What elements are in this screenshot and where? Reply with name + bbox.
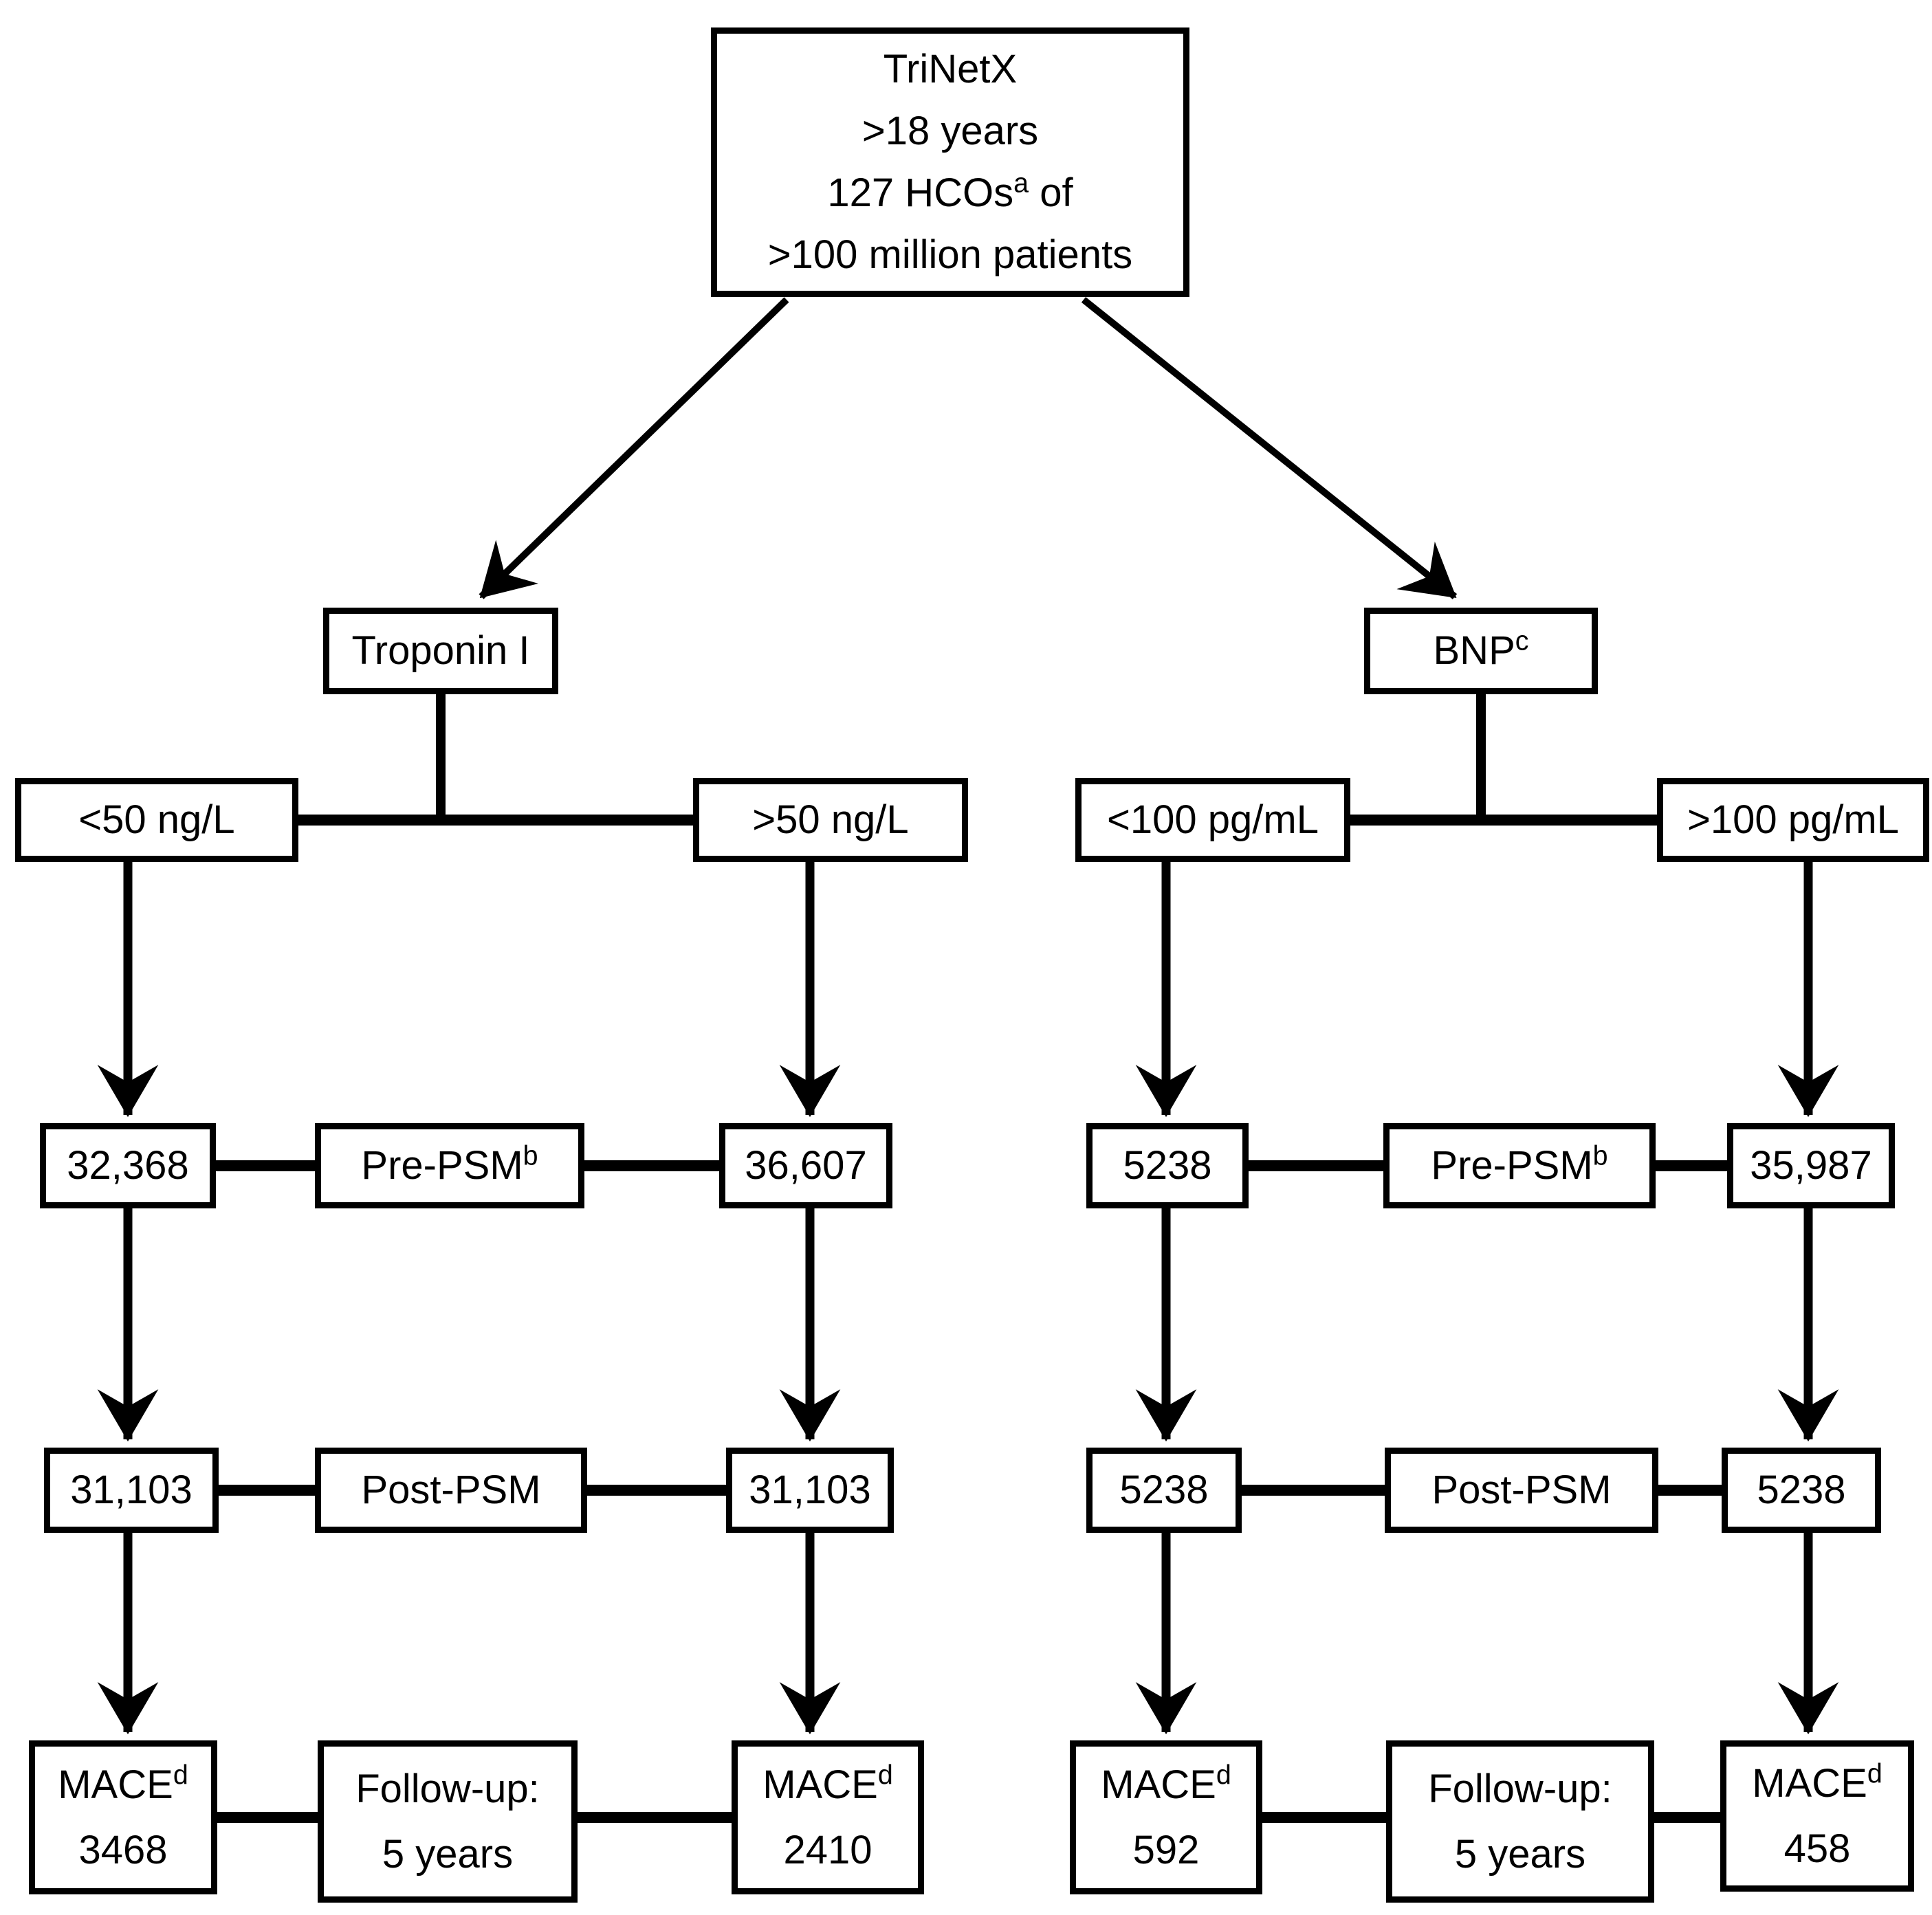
bnp-low-postpsm-count: 5238 [1119, 1468, 1209, 1512]
footnote-d-marker: d [1216, 1760, 1231, 1791]
troponin-low-threshold-label: <50 ng/L [78, 797, 235, 842]
root-line-4: >100 million patients [767, 232, 1133, 277]
footnote-a-marker: a [1013, 168, 1029, 199]
bnp-postpsm-label: Post-PSM [1431, 1468, 1612, 1512]
footnote-d-marker: d [877, 1760, 893, 1791]
troponin-high-prepsm-count: 36,607 [745, 1143, 867, 1188]
bnp-low-threshold-box: <100 pg/mL [1075, 778, 1350, 862]
footnote-d-marker: d [173, 1760, 188, 1791]
bnp-high-prepsm-count-box: 35,987 [1727, 1123, 1895, 1208]
troponin-high-threshold-box: >50 ng/L [693, 778, 968, 862]
troponin-prepsm-label: Pre-PSMb [361, 1140, 538, 1188]
bnp-high-postpsm-count: 5238 [1757, 1468, 1846, 1512]
bnp-low-postpsm-count-box: 5238 [1086, 1448, 1242, 1533]
troponin-high-mace-box: MACEd 2410 [732, 1740, 924, 1894]
root-database-box: TriNetX >18 years 127 HCOsa of >100 mill… [711, 27, 1189, 297]
bnp-postpsm-label-box: Post-PSM [1385, 1448, 1658, 1533]
bnp-high-threshold-label: >100 pg/mL [1687, 797, 1899, 842]
troponin-low-postpsm-count: 31,103 [70, 1468, 193, 1512]
troponin-low-mace-count: 3468 [78, 1828, 168, 1872]
bnp-prepsm-label-box: Pre-PSMb [1383, 1123, 1656, 1208]
troponin-high-prepsm-count-box: 36,607 [719, 1123, 892, 1208]
followup-line-1: Follow-up: [1428, 1767, 1612, 1811]
troponin-low-prepsm-count-box: 32,368 [40, 1123, 216, 1208]
bnp-high-mace-count: 458 [1783, 1826, 1851, 1871]
bnp-high-postpsm-count-box: 5238 [1722, 1448, 1881, 1533]
followup-line-2: 5 years [1454, 1832, 1586, 1877]
bnp-prepsm-label: Pre-PSMb [1431, 1140, 1608, 1188]
troponin-high-threshold-label: >50 ng/L [752, 797, 909, 842]
mace-label: MACEd [1752, 1758, 1882, 1806]
footnote-b-marker: b [523, 1140, 538, 1171]
mace-label: MACEd [1101, 1760, 1231, 1807]
troponin-low-prepsm-count: 32,368 [67, 1143, 189, 1188]
bnp-followup-box: Follow-up: 5 years [1386, 1740, 1654, 1903]
troponin-postpsm-label-box: Post-PSM [315, 1448, 587, 1533]
mace-label: MACEd [58, 1760, 188, 1807]
mace-label: MACEd [762, 1760, 893, 1807]
troponin-high-postpsm-count: 31,103 [749, 1468, 871, 1512]
followup-line-1: Follow-up: [355, 1767, 540, 1811]
root-line-3: 127 HCOsa of [827, 168, 1073, 215]
bnp-low-prepsm-count-box: 5238 [1086, 1123, 1249, 1208]
bnp-branch-box: BNPc [1364, 608, 1598, 694]
troponin-branch-label: Troponin I [351, 628, 530, 673]
footnote-d-marker: d [1867, 1758, 1882, 1789]
bnp-low-mace-count: 592 [1132, 1828, 1200, 1872]
bnp-high-mace-box: MACEd 458 [1720, 1740, 1914, 1892]
bnp-high-threshold-box: >100 pg/mL [1657, 778, 1929, 862]
bnp-low-threshold-label: <100 pg/mL [1107, 797, 1319, 842]
footnote-b-marker: b [1592, 1140, 1608, 1171]
troponin-high-mace-count: 2410 [783, 1828, 872, 1872]
troponin-low-postpsm-count-box: 31,103 [44, 1448, 219, 1533]
root-line-2: >18 years [861, 109, 1039, 153]
arrow-root-to-bnp [1081, 297, 1458, 599]
troponin-postpsm-label: Post-PSM [361, 1468, 541, 1512]
troponin-low-mace-box: MACEd 3468 [29, 1740, 217, 1894]
bnp-low-mace-box: MACEd 592 [1070, 1740, 1262, 1894]
followup-line-2: 5 years [382, 1832, 514, 1877]
footnote-c-marker: c [1515, 626, 1529, 656]
troponin-followup-box: Follow-up: 5 years [318, 1740, 578, 1903]
troponin-prepsm-label-box: Pre-PSMb [315, 1123, 584, 1208]
troponin-high-postpsm-count-box: 31,103 [726, 1448, 894, 1533]
root-line-1: TriNetX [883, 47, 1018, 91]
bnp-low-prepsm-count: 5238 [1123, 1143, 1212, 1188]
troponin-low-threshold-box: <50 ng/L [15, 778, 298, 862]
bnp-branch-label: BNPc [1433, 626, 1529, 673]
arrow-root-to-troponin [479, 297, 789, 599]
bnp-high-prepsm-count: 35,987 [1750, 1143, 1872, 1188]
troponin-branch-box: Troponin I [323, 608, 558, 694]
